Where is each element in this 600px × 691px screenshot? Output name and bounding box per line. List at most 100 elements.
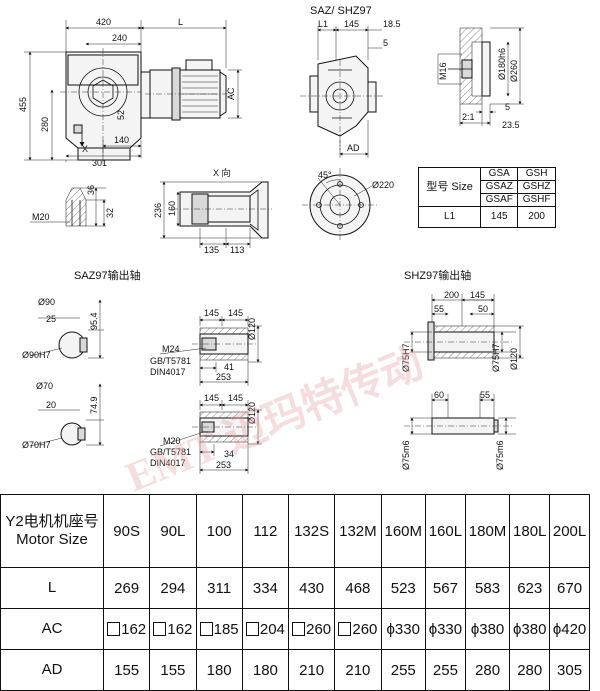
saz-lower-dia: Ø70 bbox=[36, 381, 53, 391]
saz-lower-145b: 145 bbox=[228, 393, 243, 403]
key-view: 36 32 M20 bbox=[30, 185, 115, 227]
size-key-cell: GSH bbox=[517, 167, 556, 181]
saz-lower-din: DIN4017 bbox=[150, 458, 186, 468]
cell-value: 670 bbox=[557, 579, 583, 597]
dim-5-detail: 5 bbox=[505, 102, 510, 112]
saz-lower-34: 34 bbox=[224, 449, 234, 459]
shz-75m6-b: Ø75m6 bbox=[495, 440, 505, 470]
shz-50: 50 bbox=[478, 304, 488, 314]
saz-upper-145b: 145 bbox=[228, 308, 243, 318]
dim-135: 135 bbox=[204, 245, 219, 255]
dim-5: 5 bbox=[383, 38, 388, 48]
cell-value: 311 bbox=[207, 579, 232, 597]
motor-size-header: 100 bbox=[195, 494, 243, 568]
saz-lower-145a: 145 bbox=[204, 393, 219, 403]
table-cell: 311 bbox=[195, 567, 243, 609]
motor-size-header: 90L bbox=[149, 494, 197, 568]
dim-240: 240 bbox=[112, 33, 127, 43]
scale-2-1: 2:1 bbox=[462, 112, 475, 122]
motor-size-header: 132M bbox=[334, 494, 382, 568]
cell-value: 567 bbox=[432, 579, 458, 597]
cell-value: 623 bbox=[517, 579, 543, 597]
side-view-title: SAZ/ SHZ97 bbox=[310, 5, 372, 17]
saz-shaft-title: SAZ97输出轴 bbox=[74, 268, 141, 282]
table-cell: 162 bbox=[149, 608, 197, 650]
motor-size-header: 160M bbox=[380, 494, 427, 568]
saz-upper-145a: 145 bbox=[204, 308, 219, 318]
shz-55b: 55 bbox=[480, 390, 490, 400]
motor-size-header: 132S bbox=[287, 494, 336, 568]
table-cell: 670 bbox=[549, 567, 590, 609]
size-key-cell: GSA bbox=[480, 167, 519, 181]
size-key-cell: GSHZ bbox=[517, 180, 556, 194]
cell-value: 583 bbox=[475, 579, 501, 597]
size-key-cell: GSAZ bbox=[480, 180, 519, 194]
cell-value: 260 bbox=[306, 620, 332, 638]
cell-value: 280 bbox=[517, 661, 543, 679]
dim-m20: M20 bbox=[32, 212, 50, 222]
shz-75h7-a: Ø75H7 bbox=[401, 343, 411, 372]
cell-value: ϕ380 bbox=[470, 620, 505, 638]
cell-value: 210 bbox=[299, 661, 325, 679]
shz-120: Ø120 bbox=[509, 348, 519, 370]
cell-value: 255 bbox=[390, 661, 416, 679]
dim-52: 52 bbox=[116, 110, 126, 120]
cell-value: 155 bbox=[114, 661, 140, 679]
table-cell: 155 bbox=[102, 649, 151, 691]
cell-value: 162 bbox=[167, 620, 193, 638]
row-label: AD bbox=[0, 649, 104, 691]
cell-value: ϕ420 bbox=[552, 620, 587, 638]
dim-ac: AC bbox=[226, 87, 236, 100]
dim-145: 145 bbox=[344, 19, 359, 29]
table-cell: 583 bbox=[464, 567, 511, 609]
size-key-header: 型号 Size bbox=[417, 167, 482, 207]
saz-lower-120: Ø120 bbox=[247, 402, 257, 424]
shz-60: 60 bbox=[434, 390, 444, 400]
flange-view: 45° Ø220 bbox=[302, 168, 394, 242]
cell-value: 305 bbox=[557, 661, 583, 679]
dim-301: 301 bbox=[92, 158, 107, 168]
header-label-en: Motor Size bbox=[16, 531, 88, 548]
cell-value: 523 bbox=[390, 579, 416, 597]
cell-value: 468 bbox=[345, 579, 371, 597]
table-cell: 260 bbox=[287, 608, 336, 650]
table-cell: 623 bbox=[509, 567, 551, 609]
dim-36: 36 bbox=[86, 185, 96, 195]
cell-value: ϕ380 bbox=[512, 620, 547, 638]
table-cell: 255 bbox=[380, 649, 427, 691]
row-label: L bbox=[0, 567, 104, 609]
dim-236: 236 bbox=[153, 203, 163, 218]
main-view: 420 240 L 455 280 bbox=[18, 17, 242, 168]
dim-45-deg: 45° bbox=[318, 170, 332, 180]
shz-145: 145 bbox=[470, 290, 485, 300]
table-cell: 204 bbox=[241, 608, 290, 650]
table-cell: 210 bbox=[334, 649, 382, 691]
size-key-cell: GSHF bbox=[517, 193, 556, 207]
dim-140: 140 bbox=[114, 135, 129, 145]
side-view: SAZ/ SHZ97 L1 145 18.5 5 AD bbox=[300, 5, 401, 158]
table-cell: 294 bbox=[149, 567, 197, 609]
cell-value: 162 bbox=[121, 620, 147, 638]
saz-lower-h7: Ø70H7 bbox=[22, 440, 51, 450]
cell-value: 430 bbox=[299, 579, 325, 597]
table-cell: 523 bbox=[380, 567, 427, 609]
shz-shaft: SHZ97输出轴 200 145 55 50 Ø75H7 Ø75H7 Ø120 bbox=[401, 268, 524, 470]
dim-113: 113 bbox=[230, 245, 244, 255]
cell-value: 210 bbox=[345, 661, 371, 679]
row-label: AC bbox=[0, 608, 104, 650]
square-section-icon bbox=[292, 621, 306, 636]
saz-lower-m20: M20 bbox=[163, 436, 181, 446]
table-cell: 260 bbox=[334, 608, 382, 650]
dim-l1: L1 bbox=[318, 19, 328, 29]
table-cell: 180 bbox=[195, 649, 243, 691]
cell-value: 334 bbox=[252, 579, 278, 597]
size-key-table: 型号 Size GSA GSH GSAZ GSHZ GSAF GSHF L1 1… bbox=[417, 167, 556, 228]
cell-value: 255 bbox=[432, 661, 458, 679]
table-cell: 468 bbox=[334, 567, 382, 609]
shz-55: 55 bbox=[434, 304, 444, 314]
saz-upper-m24: M24 bbox=[162, 344, 180, 354]
cell-value: 180 bbox=[206, 661, 232, 679]
